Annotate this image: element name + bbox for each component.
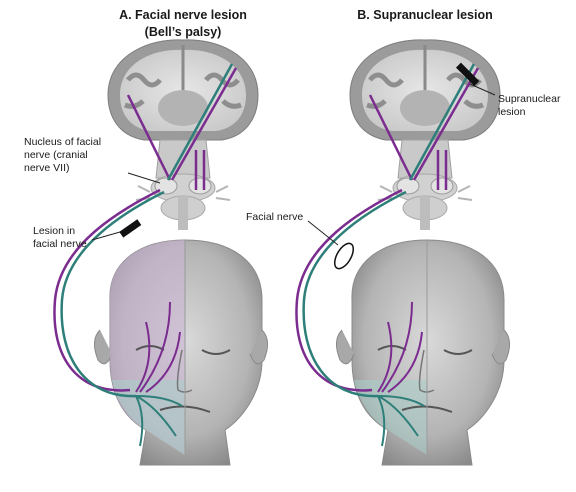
tracts-b xyxy=(295,63,480,447)
nucleus-label-a: Nucleus of facial nerve (cranial nerve V… xyxy=(24,136,134,175)
facial-nerve-marker-b xyxy=(333,242,355,270)
supra-label-line1: Supranuclear xyxy=(498,93,561,105)
lesion-label-a: Lesion in facial nerve xyxy=(33,225,113,251)
brain-section-b xyxy=(349,39,501,141)
supra-label-line2: lesion xyxy=(498,106,526,118)
nucleus-label-line3: nerve VII) xyxy=(24,162,70,174)
brain-section-a xyxy=(107,39,259,141)
tracts-a xyxy=(53,63,238,447)
lesion-marker-b xyxy=(455,62,480,87)
lesion-label-line1: Lesion in xyxy=(33,225,76,237)
face-a xyxy=(94,239,268,466)
lesion-marker-a xyxy=(119,219,142,238)
panel-a-title: A. Facial nerve lesion xyxy=(119,8,247,22)
panel-b xyxy=(295,39,510,466)
panel-a xyxy=(53,39,268,466)
supranuclear-label-b: Supranuclear lesion xyxy=(498,93,573,119)
nucleus-label-line1: Nucleus of facial xyxy=(24,136,102,148)
lesion-label-line2: facial nerve xyxy=(33,238,87,250)
face-b xyxy=(336,239,510,466)
panel-a-subtitle: (Bell’s palsy) xyxy=(144,25,222,39)
facial-nerve-label-b: Facial nerve xyxy=(246,211,304,223)
brainstem-b xyxy=(377,139,473,230)
nucleus-label-line2: nerve (cranial xyxy=(24,149,88,161)
panel-b-title: B. Supranuclear lesion xyxy=(357,8,493,22)
